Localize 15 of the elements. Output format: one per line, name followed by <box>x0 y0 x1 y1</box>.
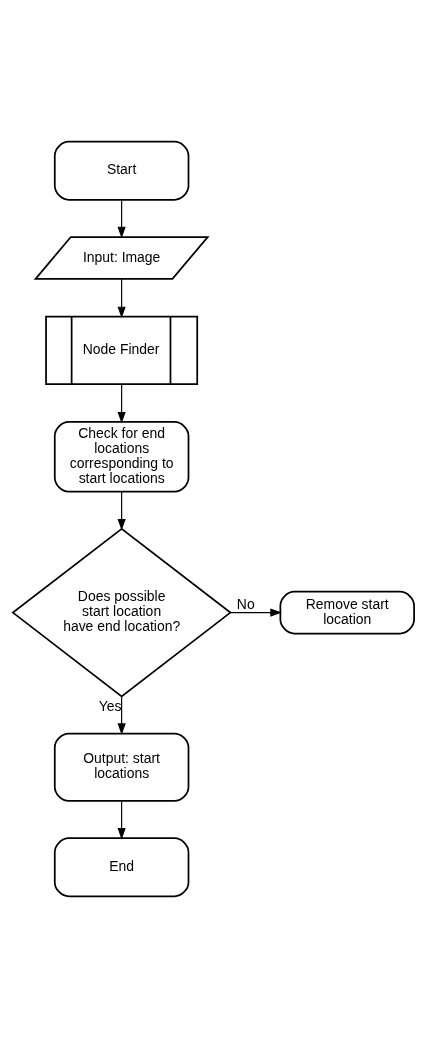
edge-label: No <box>236 595 255 612</box>
arrow <box>117 800 126 840</box>
node-box: Remove start location <box>279 590 415 635</box>
arrow <box>229 608 282 617</box>
arrow <box>117 491 126 531</box>
node-box: Start <box>53 140 190 201</box>
arrow <box>117 696 126 735</box>
node-diamond: Does possible start location have end location? <box>11 527 232 698</box>
arrow <box>117 199 126 239</box>
arrow <box>117 278 126 319</box>
edge-label: Yes <box>98 697 122 714</box>
node-box: Output: start locations <box>53 732 190 802</box>
node-box: Check for end locations corresponding to start locations <box>53 421 190 493</box>
arrow <box>117 383 126 424</box>
node-box: End <box>53 837 190 898</box>
